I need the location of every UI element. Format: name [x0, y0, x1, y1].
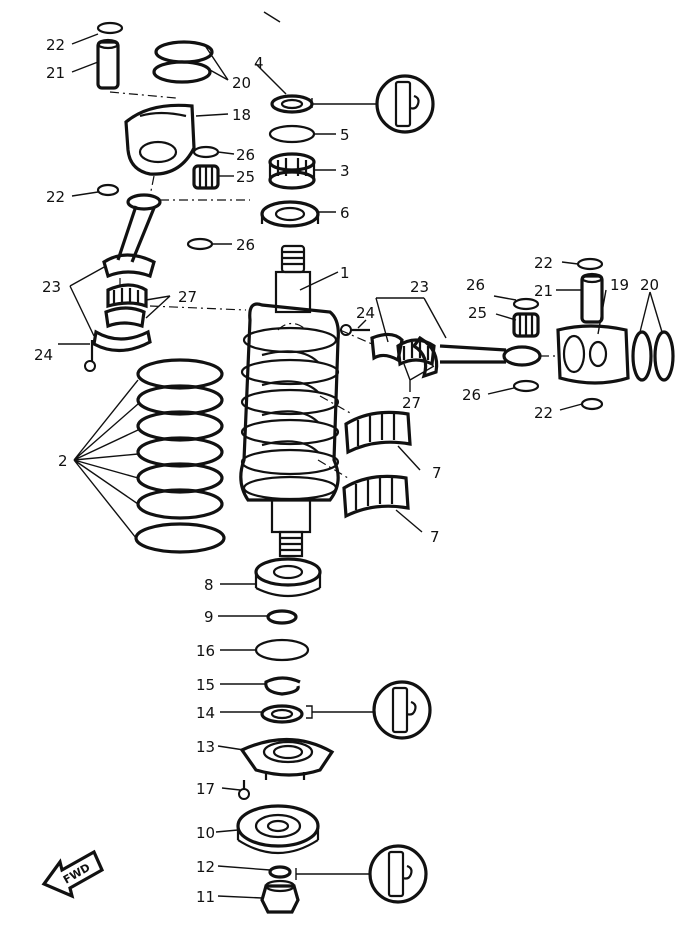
ball-bearing-8 [254, 557, 322, 598]
o-ring-5 [268, 124, 316, 144]
label-20: 20 [232, 74, 251, 92]
crankshaft [239, 244, 340, 558]
needle-bearing-3 [268, 152, 316, 190]
label-15: 15 [196, 676, 215, 694]
oil-seal-12 [268, 865, 292, 879]
label-26: 26 [236, 236, 255, 254]
ball-bearing-6 [260, 200, 320, 228]
washer-26-left [186, 237, 214, 251]
bearing-27-left [104, 283, 148, 329]
label-27: 27 [402, 394, 421, 412]
label-26: 26 [236, 146, 255, 164]
o-ring-16 [254, 638, 310, 662]
piston-pin-21-right [580, 272, 604, 324]
needle-bearing-25-left [192, 164, 220, 190]
oil-seal-14 [260, 704, 304, 724]
label-22: 22 [46, 36, 65, 54]
label-22: 22 [46, 188, 65, 206]
part-labels: 22 21 20 18 26 25 22 26 4 5 3 6 1 23 27 … [34, 36, 659, 906]
washer-26-right [512, 379, 540, 393]
label-1: 1 [340, 264, 350, 282]
label-10: 10 [196, 824, 215, 842]
grease-tube-icon [306, 680, 432, 740]
circlip-22-left [96, 183, 120, 197]
label-14: 14 [196, 704, 215, 722]
label-6: 6 [340, 204, 350, 222]
label-21: 21 [46, 64, 65, 82]
label-8: 8 [204, 576, 214, 594]
label-23: 23 [42, 278, 61, 296]
label-26: 26 [462, 386, 481, 404]
ball-bearing-10 [236, 804, 320, 855]
circlip-22-right [580, 397, 604, 411]
label-7: 7 [430, 528, 440, 546]
label-24: 24 [34, 346, 53, 364]
label-9: 9 [204, 608, 214, 626]
bolt-17 [238, 780, 250, 800]
label-16: 16 [196, 642, 215, 660]
bearing-27-right [396, 338, 436, 367]
piston-rings-20-left [152, 40, 214, 84]
rod-cap-right [370, 332, 404, 363]
bolt-24-left [84, 340, 96, 372]
grease-tube-icon [295, 844, 428, 904]
label-22: 22 [534, 254, 553, 272]
main-bearing-7-upper [344, 410, 412, 455]
label-26: 26 [466, 276, 485, 294]
piston-pin-21-left [96, 38, 120, 90]
piston-18 [124, 103, 196, 176]
label-27: 27 [178, 288, 197, 306]
piston-rings [134, 358, 226, 554]
main-bearing-7-lower [342, 474, 410, 519]
label-2: 2 [58, 452, 68, 470]
needle-bearing-25-right [512, 312, 540, 338]
label-5: 5 [340, 126, 350, 144]
rod-cap-left [92, 329, 152, 353]
label-12: 12 [196, 858, 215, 876]
connecting-rod-left [102, 193, 162, 279]
label-19: 19 [610, 276, 629, 294]
leader-lines [58, 11, 663, 899]
circlip-15 [264, 676, 301, 696]
centerlines [109, 91, 560, 479]
grease-tube-icon [311, 74, 435, 134]
label-25: 25 [236, 168, 255, 186]
label-17: 17 [196, 780, 215, 798]
label-13: 13 [196, 738, 215, 756]
nut-11 [260, 879, 300, 914]
washer-26-right-top [512, 297, 540, 311]
label-24: 24 [356, 304, 375, 322]
circlip-22-right-top [576, 257, 604, 271]
label-3: 3 [340, 162, 350, 180]
circlip-9 [266, 609, 298, 625]
bolt-24-right [340, 324, 370, 336]
label-23: 23 [410, 278, 429, 296]
label-22: 22 [534, 404, 553, 422]
label-21: 21 [534, 282, 553, 300]
label-20: 20 [640, 276, 659, 294]
label-25: 25 [468, 304, 487, 322]
bearing-housing-13 [239, 737, 335, 780]
fwd-arrow: FWD [41, 849, 105, 899]
label-4: 4 [254, 54, 264, 72]
washer-26-left-top [192, 145, 220, 159]
circlip-22-left-top [96, 21, 124, 35]
label-7: 7 [432, 464, 442, 482]
label-18: 18 [232, 106, 251, 124]
label-11: 11 [196, 888, 215, 906]
piston-rings-20-right [631, 330, 675, 382]
oil-seal-4 [270, 94, 314, 114]
piston-19 [556, 324, 630, 385]
